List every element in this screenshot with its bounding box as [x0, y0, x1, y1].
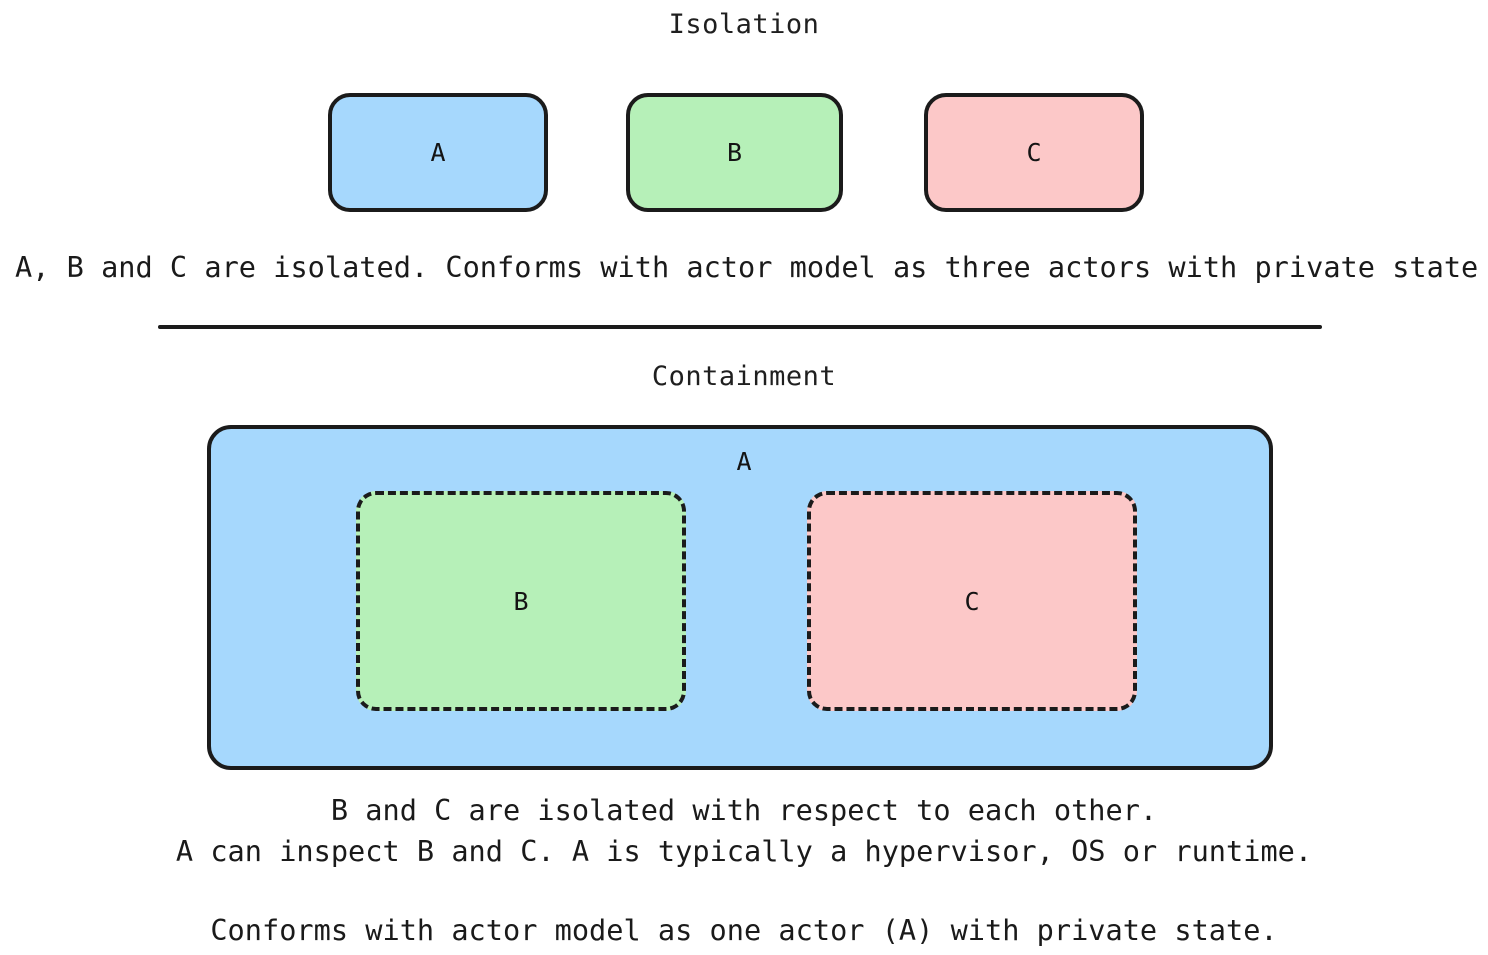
containment-inner-box-b-label: B	[513, 586, 529, 616]
containment-inner-box-c-label: C	[964, 586, 980, 616]
section-divider	[158, 325, 1322, 329]
isolation-section-title: Isolation	[668, 9, 820, 40]
isolation-box-b-label: B	[726, 138, 743, 167]
isolation-box-c-label: C	[1026, 138, 1042, 167]
containment-inner-box-c: C	[807, 491, 1137, 711]
isolation-box-c: C	[924, 93, 1144, 212]
containment-caption-line-2: A can inspect B and C. A is typically a …	[175, 834, 1313, 868]
containment-caption-line-3: Conforms with actor model as one actor (…	[210, 913, 1278, 947]
isolation-box-b: B	[626, 93, 843, 212]
containment-outer-box-a: A B C	[207, 425, 1273, 770]
containment-section-title: Containment	[651, 361, 837, 392]
containment-outer-box-a-label: A	[736, 447, 752, 476]
containment-inner-box-b: B	[356, 491, 686, 711]
containment-caption-line-1: B and C are isolated with respect to eac…	[330, 793, 1158, 827]
isolation-box-a: A	[328, 93, 548, 212]
isolation-caption: A, B and C are isolated. Conforms with a…	[15, 250, 1479, 284]
isolation-box-a-label: A	[430, 138, 446, 167]
